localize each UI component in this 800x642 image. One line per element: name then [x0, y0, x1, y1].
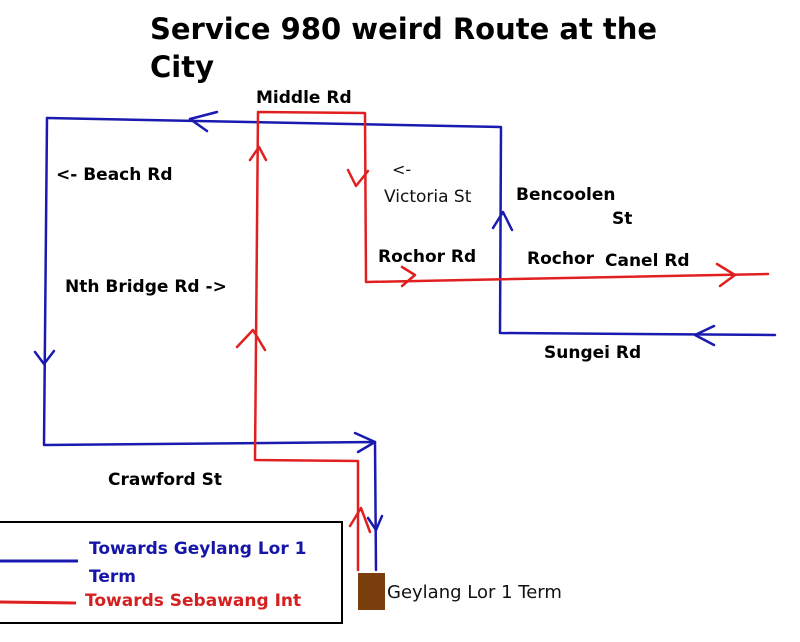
blue-arrow-crawford-east: [353, 431, 377, 454]
blue-arrow-final-south: [366, 514, 384, 532]
red-arrow-final-north: [348, 506, 372, 534]
blue-route-sungei-bencoolen: [45, 116, 777, 337]
label-rochor: Rochor: [527, 249, 595, 269]
red-arrow-nth-bridge-north-1: [248, 145, 268, 162]
red-arrow-nth-bridge-north-2: [235, 328, 267, 352]
bus-terminal-icon: [358, 573, 385, 610]
label-beach-rd: <- Beach Rd: [56, 165, 173, 185]
map-title: Service 980 weird Route at the City: [150, 12, 658, 84]
blue-route-beach-crawford: [42, 116, 378, 572]
label-canel-rd: Canel Rd: [605, 251, 690, 271]
red-route-main: [253, 110, 770, 572]
red-route: [235, 110, 770, 572]
label-middle-rd: Middle Rd: [256, 88, 352, 108]
label-bencoolen-st: St: [612, 209, 633, 229]
label-bencoolen: Bencoolen: [516, 185, 616, 205]
label-sungei-rd: Sungei Rd: [544, 343, 642, 363]
legend-swatches: [0, 559, 78, 605]
red-arrow-canel-east: [715, 262, 737, 288]
label-nth-bridge-rd: Nth Bridge Rd ->: [65, 277, 227, 297]
red-arrow-rochor-east: [400, 265, 417, 288]
blue-arrow-sungei-west: [693, 324, 716, 347]
label-terminus: Geylang Lor 1 Term: [387, 582, 562, 603]
legend: Towards Geylang Lor 1 Term Towards Sebaw…: [0, 521, 343, 624]
label-crawford-st: Crawford St: [108, 470, 222, 490]
blue-route: [33, 110, 777, 572]
label-victoria-st: Victoria St: [384, 187, 472, 207]
red-arrow-victoria-south: [346, 168, 370, 188]
label-rochor-rd: Rochor Rd: [378, 247, 477, 267]
blue-arrow-beach-west: [188, 110, 219, 133]
blue-arrow-beach-south: [33, 349, 56, 366]
legend-blue-label-line1: Towards Geylang Lor 1: [89, 539, 307, 559]
legend-swatch-red: [0, 600, 77, 605]
legend-blue-label-line2: Term: [89, 567, 136, 587]
legend-red-label: Towards Sebawang Int: [85, 591, 302, 611]
blue-arrow-bencoolen-north: [491, 210, 514, 232]
label-victoria-arrow: <-: [392, 160, 412, 179]
